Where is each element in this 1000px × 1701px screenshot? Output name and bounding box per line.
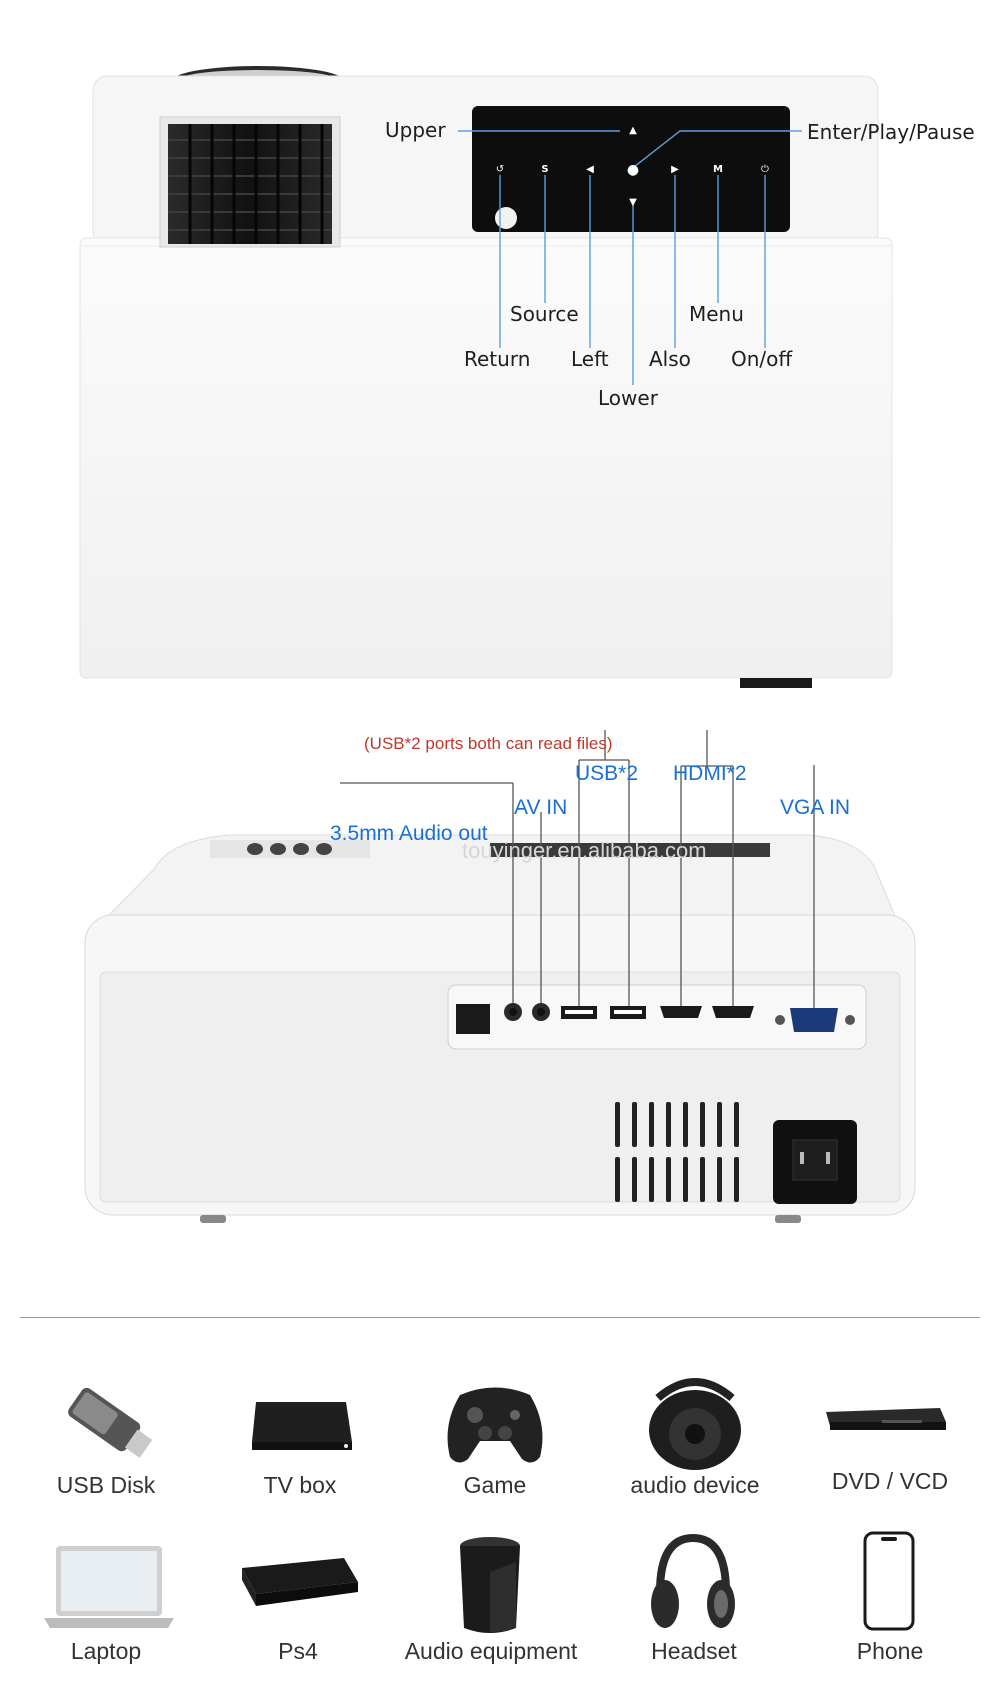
return-icon[interactable]: ↺ <box>495 164 505 175</box>
right-arrow-icon[interactable]: ▶ <box>671 164 679 175</box>
audio-equipment-icon <box>460 1537 520 1633</box>
label-hdmi: HDMI*2 <box>673 762 747 785</box>
laptop-icon <box>44 1546 174 1628</box>
watermark: touyinger.en.alibaba.com <box>462 838 707 863</box>
label-lower: Lower <box>598 386 658 410</box>
phone-icon <box>863 1531 915 1631</box>
device-label-audio-equipment: Audio equipment <box>404 1638 578 1664</box>
dvd-player-icon <box>826 1408 946 1430</box>
label-usb: USB*2 <box>575 762 639 785</box>
menu-icon[interactable]: M <box>713 164 723 175</box>
label-enter-play-pause: Enter/Play/Pause <box>807 120 975 144</box>
label-menu: Menu <box>689 302 744 326</box>
device-label-laptop: Laptop <box>70 1638 142 1664</box>
device-label-tv-box: TV box <box>263 1472 337 1498</box>
label-also: Also <box>649 347 691 371</box>
device-label-audio-device: audio device <box>630 1472 760 1498</box>
ok-button-icon[interactable]: ● <box>626 162 640 178</box>
label-vga-in: VGA IN <box>780 796 851 819</box>
headset-icon <box>651 1533 735 1628</box>
device-label-usb-disk: USB Disk <box>56 1472 156 1498</box>
down-arrow-icon[interactable]: ▼ <box>629 197 637 208</box>
projector-rear-illustration <box>83 730 916 1223</box>
label-source: Source <box>510 302 579 326</box>
gamepad-icon <box>447 1387 543 1463</box>
speaker-icon <box>649 1378 741 1470</box>
device-label-headset: Headset <box>651 1638 737 1664</box>
tv-box-icon <box>252 1402 352 1450</box>
label-left: Left <box>571 347 609 371</box>
projector-top-illustration <box>79 66 893 688</box>
label-audio-out: 3.5mm Audio out <box>330 822 488 845</box>
device-label-phone: Phone <box>856 1638 924 1664</box>
power-icon[interactable]: ⏻ <box>761 164 769 175</box>
device-label-game: Game <box>463 1472 527 1498</box>
label-upper: Upper <box>385 118 446 142</box>
usb-note: (USB*2 ports both can read files) <box>364 734 613 753</box>
up-arrow-icon[interactable]: ▲ <box>629 125 637 136</box>
left-arrow-icon[interactable]: ◀ <box>586 164 594 175</box>
usb-disk-icon <box>68 1387 153 1458</box>
device-label-ps4: Ps4 <box>278 1638 318 1664</box>
label-return: Return <box>464 347 531 371</box>
source-icon[interactable]: S <box>541 164 549 175</box>
section-divider <box>20 1317 980 1318</box>
label-av-in: AV IN <box>514 796 568 819</box>
label-on-off: On/off <box>731 347 793 371</box>
device-label-dvd-vcd: DVD / VCD <box>831 1468 949 1494</box>
ps4-icon <box>242 1558 358 1606</box>
